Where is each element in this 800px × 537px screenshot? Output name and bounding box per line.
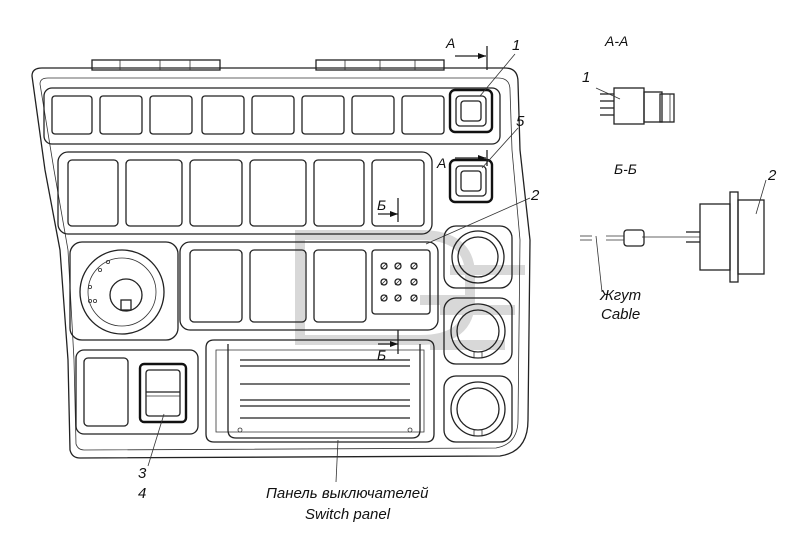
storage-pocket <box>205 339 435 443</box>
caption-ru: Панель выключателей <box>266 485 429 502</box>
switch-row-middle <box>57 151 433 235</box>
section-cut-a-mid: А <box>436 150 488 171</box>
section-mark-a-mid: А <box>436 155 446 171</box>
section-bb-part-label: 2 <box>767 167 777 184</box>
round-gauge <box>69 241 179 341</box>
caption-leader <box>335 439 339 483</box>
callout-1: 1 <box>479 37 520 97</box>
caption: Панель выключателей Switch panel <box>266 485 429 523</box>
switch-row-lower <box>179 241 439 331</box>
panel-body <box>31 59 531 459</box>
section-view-bb: Б-Б 2 <box>580 161 777 293</box>
pushbutton-item-1 <box>448 88 494 134</box>
switch-group-bottom-left <box>75 349 199 435</box>
connector-item-2 <box>371 249 431 315</box>
section-bb-title: Б-Б <box>614 161 637 177</box>
cable-label-ru: Жгут <box>599 287 641 304</box>
callout-label-2: 2 <box>530 187 540 204</box>
callout-label-3: 3 <box>138 465 147 482</box>
rocker-switch-item-3-4 <box>138 362 188 424</box>
section-mark-a-top: А <box>445 35 455 51</box>
round-indicators <box>443 225 513 443</box>
callout-3-4: 3 4 <box>138 413 165 502</box>
section-cut-b-top: Б <box>377 197 399 222</box>
switch-row-top <box>43 87 501 145</box>
caption-en: Switch panel <box>305 506 391 523</box>
section-mark-b-top: Б <box>377 197 386 213</box>
pushbutton-item-5 <box>448 158 494 204</box>
callout-label-5: 5 <box>516 113 525 130</box>
section-cut-b-bottom: Б <box>377 330 399 363</box>
cable-label-en: Cable <box>601 306 640 323</box>
callout-label-4: 4 <box>138 485 146 502</box>
callout-5: 5 <box>481 113 525 169</box>
section-view-aa: А-А 1 <box>582 33 675 125</box>
callout-label-1: 1 <box>512 37 520 54</box>
section-cut-a-top: А <box>445 35 488 70</box>
section-aa-part-label: 1 <box>582 69 590 86</box>
section-aa-title: А-А <box>604 33 628 49</box>
callout-2: 2 <box>425 187 540 245</box>
watermark-logo <box>295 230 525 350</box>
section-mark-b-bottom: Б <box>377 347 386 363</box>
cable-label: Жгут Cable <box>599 287 641 323</box>
